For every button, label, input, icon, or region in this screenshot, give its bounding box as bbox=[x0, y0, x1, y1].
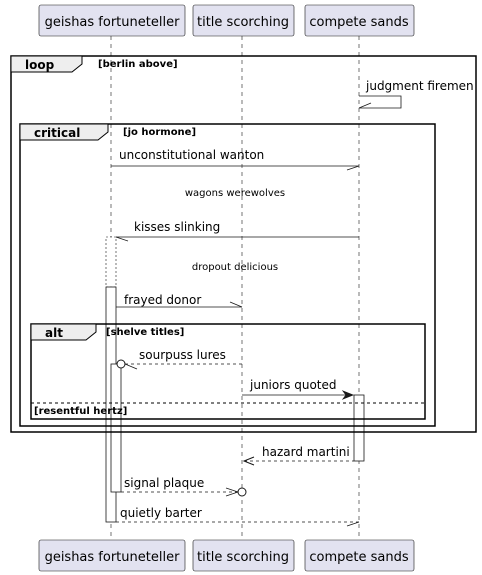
delay-label: wagons werewolves bbox=[185, 188, 285, 199]
loop-condition: [berlin above] bbox=[98, 59, 178, 70]
participant-compete-sands-top[interactable]: compete sands bbox=[304, 4, 415, 37]
message-unconstitutional-wanton: unconstitutional wanton bbox=[111, 148, 360, 171]
alt-keyword: alt bbox=[45, 326, 63, 340]
loop-frame: loop [berlin above] bbox=[10, 55, 477, 433]
critical-condition: [jo hormone] bbox=[123, 127, 196, 138]
message-signal-plaque: signal plaque bbox=[121, 476, 247, 497]
activation-bar bbox=[110, 363, 122, 493]
message-label: quietly barter bbox=[120, 506, 202, 520]
critical-frame: critical [jo hormone] bbox=[19, 123, 436, 427]
message-judgment-firemen: judgment firemen bbox=[358, 79, 474, 109]
participant-label: compete sands bbox=[309, 15, 408, 30]
alt-else-condition: [resentful hertz] bbox=[34, 406, 127, 417]
message-label: frayed donor bbox=[124, 293, 201, 307]
message-frayed-donor: frayed donor bbox=[116, 293, 243, 308]
message-label: sourpuss lures bbox=[139, 348, 226, 362]
message-label: signal plaque bbox=[124, 476, 204, 490]
delay-label: dropout delicious bbox=[192, 262, 278, 273]
participant-label: title scorching bbox=[197, 15, 289, 30]
message-label: hazard martini bbox=[262, 445, 350, 459]
participant-label: title scorching bbox=[197, 550, 289, 565]
participant-title-scorching-top[interactable]: title scorching bbox=[192, 4, 295, 37]
participant-geishas-fortuneteller-top[interactable]: geishas fortuneteller bbox=[38, 4, 186, 37]
message-juniors-quoted: juniors quoted bbox=[242, 378, 355, 400]
participant-compete-sands-bottom[interactable]: compete sands bbox=[304, 539, 415, 572]
message-label: kisses slinking bbox=[134, 220, 220, 234]
message-label: judgment firemen bbox=[365, 79, 474, 93]
message-quietly-barter: quietly barter bbox=[116, 506, 360, 527]
message-label: unconstitutional wanton bbox=[119, 148, 264, 162]
message-kisses-slinking: kisses slinking bbox=[115, 220, 359, 242]
delay-wagons-werewolves: wagons werewolves bbox=[185, 188, 285, 199]
message-sourpuss-lures: sourpuss lures bbox=[116, 348, 242, 370]
participant-geishas-fortuneteller-bottom[interactable]: geishas fortuneteller bbox=[38, 539, 186, 572]
participant-label: geishas fortuneteller bbox=[45, 15, 181, 30]
participant-label: compete sands bbox=[309, 550, 408, 565]
activation-bar bbox=[353, 394, 365, 462]
alt-condition: [shelve titles] bbox=[106, 327, 184, 338]
participant-label: geishas fortuneteller bbox=[45, 550, 181, 565]
activation-bar bbox=[105, 236, 117, 288]
alt-frame: alt [shelve titles] [resentful hertz] bbox=[30, 323, 426, 420]
loop-keyword: loop bbox=[25, 58, 55, 72]
message-hazard-martini: hazard martini bbox=[242, 445, 354, 466]
participant-title-scorching-bottom[interactable]: title scorching bbox=[192, 539, 295, 572]
message-label: juniors quoted bbox=[249, 378, 337, 392]
critical-keyword: critical bbox=[34, 126, 80, 140]
delay-dropout-delicious: dropout delicious bbox=[192, 262, 278, 273]
